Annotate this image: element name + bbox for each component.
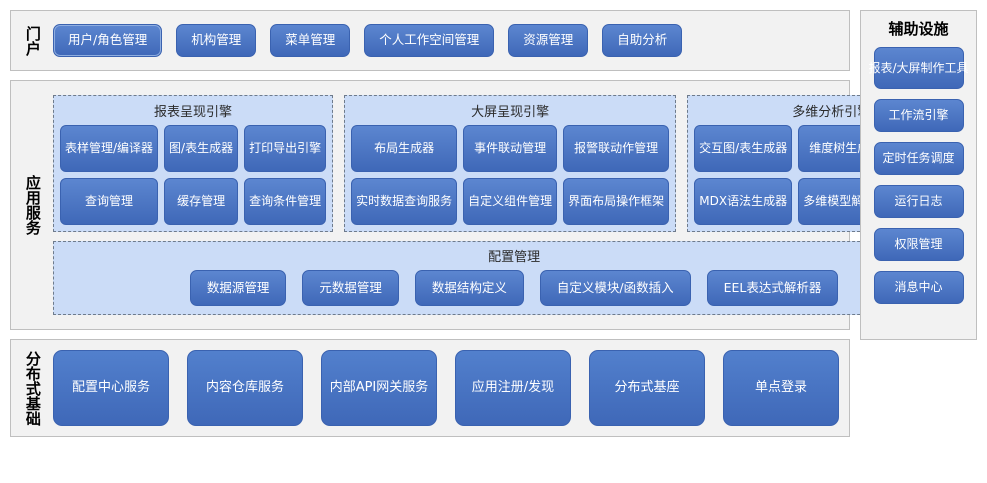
portal-item-self-service-analysis[interactable]: 自助分析 bbox=[602, 24, 683, 57]
main-column: 门户 用户/角色管理 机构管理 菜单管理 个人工作空间管理 资源管理 自助分析 … bbox=[10, 10, 976, 473]
portal-item-personal-workspace-management[interactable]: 个人工作空间管理 bbox=[364, 24, 495, 57]
distributed-foundation-band: 分布式基础 配置中心服务 内容仓库服务 内部API网关服务 应用注册/发现 分布… bbox=[10, 339, 850, 437]
olap-item-interactive-chart-table-generator[interactable]: 交互图/表生成器 bbox=[694, 125, 793, 172]
large-screen-presentation-engine-items: 布局生成器 事件联动管理 报警联动作管理 实时数据查询服务 自定义组件管理 界面… bbox=[351, 125, 670, 225]
dist-item-app-registration-discovery[interactable]: 应用注册/发现 bbox=[455, 350, 571, 426]
distributed-foundation-item-list: 配置中心服务 内容仓库服务 内部API网关服务 应用注册/发现 分布式基座 单点… bbox=[53, 350, 849, 426]
portal-band-body: 用户/角色管理 机构管理 菜单管理 个人工作空间管理 资源管理 自助分析 bbox=[53, 11, 849, 70]
screen-item-layout-generator[interactable]: 布局生成器 bbox=[351, 125, 458, 172]
olap-item-mdx-syntax-generator[interactable]: MDX语法生成器 bbox=[694, 178, 793, 225]
aux-item-runtime-log[interactable]: 运行日志 bbox=[873, 185, 964, 218]
portal-band: 门户 用户/角色管理 机构管理 菜单管理 个人工作空间管理 资源管理 自助分析 bbox=[10, 10, 850, 71]
application-services-band: 应用服务 报表呈现引擎 表样管理/编译器 图/表生成器 打印导出引擎 查询管理 … bbox=[10, 80, 976, 330]
report-item-template-management-compiler[interactable]: 表样管理/编译器 bbox=[60, 125, 159, 172]
report-item-cache-management[interactable]: 缓存管理 bbox=[164, 178, 239, 225]
report-presentation-engine-items: 表样管理/编译器 图/表生成器 打印导出引擎 查询管理 缓存管理 查询条件管理 bbox=[60, 125, 327, 225]
screen-item-alarm-linkage-action-management[interactable]: 报警联动作管理 bbox=[563, 125, 670, 172]
report-item-print-export-engine[interactable]: 打印导出引擎 bbox=[244, 125, 327, 172]
aux-item-message-center[interactable]: 消息中心 bbox=[873, 271, 964, 304]
distributed-foundation-body: 配置中心服务 内容仓库服务 内部API网关服务 应用注册/发现 分布式基座 单点… bbox=[53, 340, 849, 436]
portal-item-menu-management[interactable]: 菜单管理 bbox=[270, 24, 351, 57]
config-item-data-structure-definition[interactable]: 数据结构定义 bbox=[414, 270, 524, 306]
aux-item-scheduled-task-scheduling[interactable]: 定时任务调度 bbox=[873, 142, 964, 175]
config-item-datasource-management[interactable]: 数据源管理 bbox=[189, 270, 287, 306]
dist-item-internal-api-gateway-service[interactable]: 内部API网关服务 bbox=[321, 350, 437, 426]
aux-item-workflow-engine[interactable]: 工作流引擎 bbox=[873, 99, 964, 132]
auxiliary-facilities-panel: 辅助设施 报表/大屏制作工具 工作流引擎 定时任务调度 运行日志 权限管理 消息… bbox=[860, 10, 977, 340]
portal-item-resource-management[interactable]: 资源管理 bbox=[508, 24, 589, 57]
distributed-foundation-band-label: 分布式基础 bbox=[23, 350, 42, 426]
configuration-management-items: 数据源管理 元数据管理 数据结构定义 自定义模块/函数插入 EEL表达式解析器 bbox=[62, 270, 966, 306]
screen-item-ui-layout-operation-framework[interactable]: 界面布局操作框架 bbox=[563, 178, 670, 225]
large-screen-presentation-engine-group: 大屏呈现引擎 布局生成器 事件联动管理 报警联动作管理 实时数据查询服务 自定义… bbox=[344, 95, 677, 232]
portal-band-label: 门户 bbox=[23, 25, 42, 56]
application-services-band-label: 应用服务 bbox=[23, 175, 42, 235]
dist-item-distributed-base[interactable]: 分布式基座 bbox=[589, 350, 705, 426]
portal-item-org-management[interactable]: 机构管理 bbox=[176, 24, 257, 57]
portal-item-user-role-management[interactable]: 用户/角色管理 bbox=[53, 24, 163, 57]
screen-item-realtime-data-query-service[interactable]: 实时数据查询服务 bbox=[351, 178, 458, 225]
config-item-eel-expression-parser[interactable]: EEL表达式解析器 bbox=[706, 270, 839, 306]
engine-group-row: 报表呈现引擎 表样管理/编译器 图/表生成器 打印导出引擎 查询管理 缓存管理 … bbox=[53, 95, 976, 232]
application-services-body: 报表呈现引擎 表样管理/编译器 图/表生成器 打印导出引擎 查询管理 缓存管理 … bbox=[53, 81, 985, 329]
report-item-query-management[interactable]: 查询管理 bbox=[60, 178, 159, 225]
aux-item-permission-management[interactable]: 权限管理 bbox=[873, 228, 964, 261]
aux-item-report-screen-authoring-tool[interactable]: 报表/大屏制作工具 bbox=[868, 47, 969, 89]
auxiliary-facilities-item-list: 报表/大屏制作工具 工作流引擎 定时任务调度 运行日志 权限管理 消息中心 bbox=[861, 47, 976, 304]
auxiliary-facilities-title: 辅助设施 bbox=[888, 20, 949, 38]
screen-item-event-linkage-management[interactable]: 事件联动管理 bbox=[463, 125, 558, 172]
configuration-management-group: 配置管理 数据源管理 元数据管理 数据结构定义 自定义模块/函数插入 EEL表达… bbox=[53, 241, 976, 315]
report-item-chart-table-generator[interactable]: 图/表生成器 bbox=[164, 125, 239, 172]
configuration-management-title: 配置管理 bbox=[488, 250, 541, 265]
large-screen-presentation-engine-title: 大屏呈现引擎 bbox=[471, 105, 550, 120]
dist-item-config-center-service[interactable]: 配置中心服务 bbox=[53, 350, 169, 426]
dist-item-single-sign-on[interactable]: 单点登录 bbox=[723, 350, 839, 426]
report-presentation-engine-group: 报表呈现引擎 表样管理/编译器 图/表生成器 打印导出引擎 查询管理 缓存管理 … bbox=[53, 95, 334, 232]
portal-item-list: 用户/角色管理 机构管理 菜单管理 个人工作空间管理 资源管理 自助分析 bbox=[53, 24, 849, 57]
screen-item-custom-component-management[interactable]: 自定义组件管理 bbox=[463, 178, 558, 225]
multidimensional-analysis-engine-title: 多维分析引擎 bbox=[792, 105, 871, 120]
config-item-metadata-management[interactable]: 元数据管理 bbox=[302, 270, 399, 306]
report-item-query-condition-management[interactable]: 查询条件管理 bbox=[244, 178, 327, 225]
config-item-custom-module-function-insertion[interactable]: 自定义模块/函数插入 bbox=[539, 270, 691, 306]
dist-item-content-repository-service[interactable]: 内容仓库服务 bbox=[187, 350, 303, 426]
report-presentation-engine-title: 报表呈现引擎 bbox=[154, 105, 233, 120]
